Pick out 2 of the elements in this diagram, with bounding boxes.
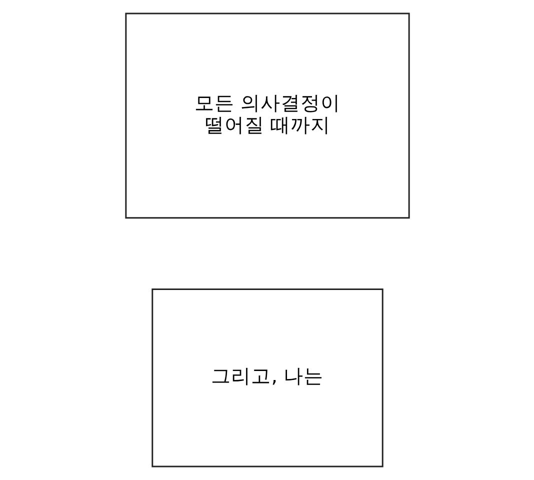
node-box: 그리고, 나는: [151, 288, 383, 468]
node-box: 모든 의사결정이 떨어질 때까지: [124, 12, 410, 219]
